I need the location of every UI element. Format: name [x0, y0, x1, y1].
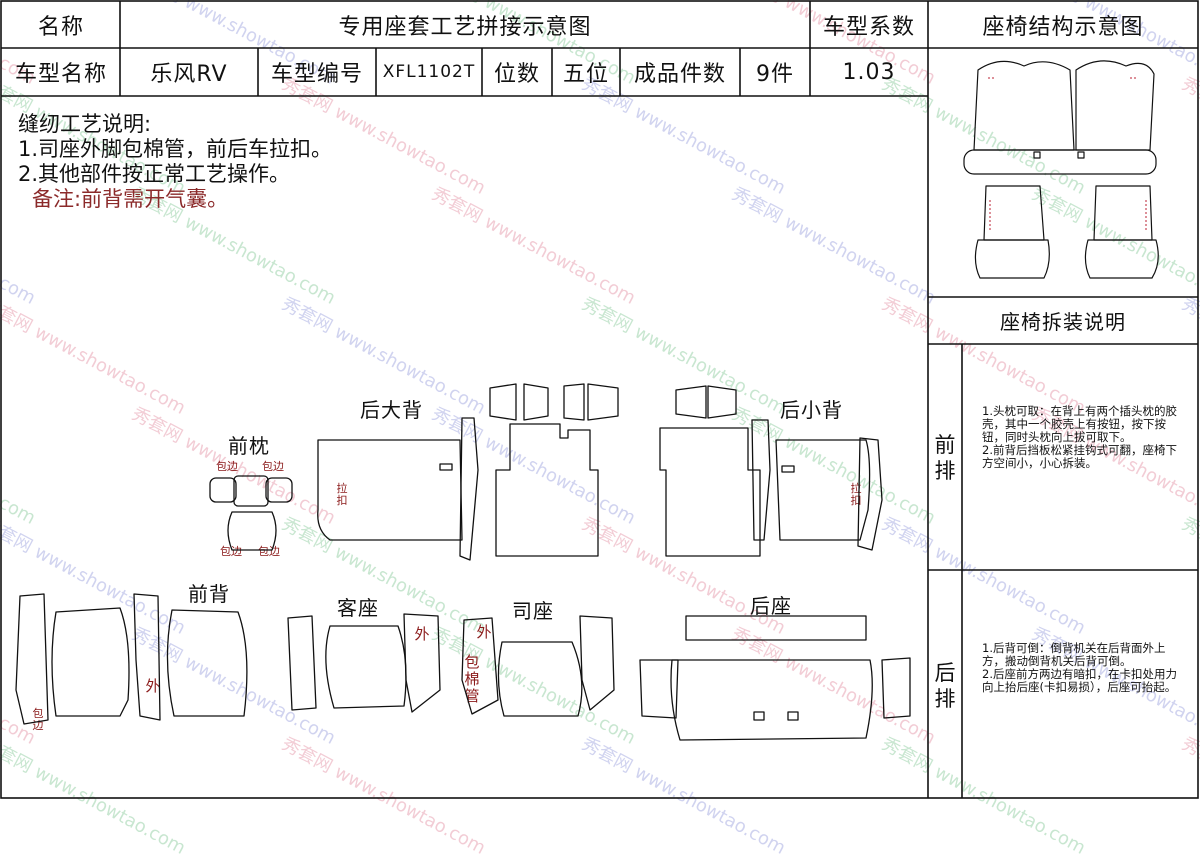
seam-marks [988, 77, 1147, 230]
tag-outer: 外 [414, 625, 430, 643]
rear-row-label: 后排 [934, 661, 956, 711]
coefficient-value: 1.03 [842, 59, 896, 85]
coefficient-label: 车型系数 [822, 15, 915, 40]
notes-heading: 缝纫工艺说明: [18, 112, 152, 136]
sheet-title: 专用座套工艺拼接示意图 [338, 15, 592, 40]
tag-outer: 外 [476, 623, 492, 641]
notes-line-2: 2.其他部件按正常工艺操作。 [18, 162, 291, 186]
label-rear-big-back: 后大背 [360, 398, 423, 422]
model-code: XFL1102T [382, 62, 476, 82]
tag-wrap-edge: 包边 [216, 460, 238, 473]
model-name-label: 车型名称 [14, 62, 107, 87]
pattern-pieces [15, 60, 1159, 741]
disassembly-title: 座椅拆装说明 [1000, 310, 1126, 334]
name-label: 名称 [37, 15, 84, 40]
seats-value: 五位 [562, 62, 609, 87]
notes-remark: 备注:前背需开气囊。 [32, 187, 229, 211]
notes-line-1: 1.司座外脚包棉管，前后车拉扣。 [18, 137, 333, 161]
label-front-headrest: 前枕 [228, 434, 270, 458]
front-headrest-pieces [209, 475, 293, 551]
sewing-notes: 缝纫工艺说明: 1.司座外脚包棉管，前后车拉扣。 2.其他部件按正常工艺操作。 … [18, 112, 332, 212]
label-rear-seat: 后座 [750, 594, 792, 618]
label-driver-seat: 司座 [512, 599, 554, 623]
model-name: 乐风RV [150, 62, 228, 87]
model-code-label: 车型编号 [270, 62, 363, 87]
tag-pull-buckle: 拉扣 [850, 482, 862, 507]
driver-seat-pieces [461, 615, 615, 717]
tag-wrap-edge: 包边 [258, 545, 280, 558]
pieces-label: 成品件数 [633, 62, 726, 87]
front-back-pieces [15, 593, 248, 725]
passenger-seat-pieces [287, 613, 441, 713]
front-row-label: 前排 [934, 433, 956, 483]
rear-seat-pieces [639, 615, 911, 741]
seat-structure-sketch [963, 60, 1159, 279]
rear-small-back-pieces [659, 385, 883, 557]
front-row-instructions: 1.头枕可取：在背上有两个插头枕的胶壳，其中一个胶壳上有按钮，按下按钮，同时头枕… [982, 404, 1177, 470]
tag-wrap-edge: 包边 [262, 460, 284, 473]
rear-row-instructions: 1.后背可倒：倒背机关在后背面外上方，搬动倒背机关后背可倒。 2.后座前方两边有… [982, 641, 1177, 694]
tag-pull-buckle: 拉扣 [336, 482, 348, 507]
tag-outer: 外 [145, 677, 161, 695]
pieces-value: 9件 [756, 62, 794, 87]
structure-title: 座椅结构示意图 [982, 15, 1144, 40]
table-grid [0, 0, 1199, 799]
tag-wrap-edge-vertical: 包边 [32, 707, 44, 732]
rear-big-back-pieces [317, 383, 619, 561]
seats-label: 位数 [493, 62, 540, 87]
label-front-back: 前背 [188, 582, 230, 606]
label-passenger-seat: 客座 [337, 596, 379, 620]
label-rear-small-back: 后小背 [780, 398, 843, 422]
tag-wrap-edge: 包边 [220, 545, 242, 558]
